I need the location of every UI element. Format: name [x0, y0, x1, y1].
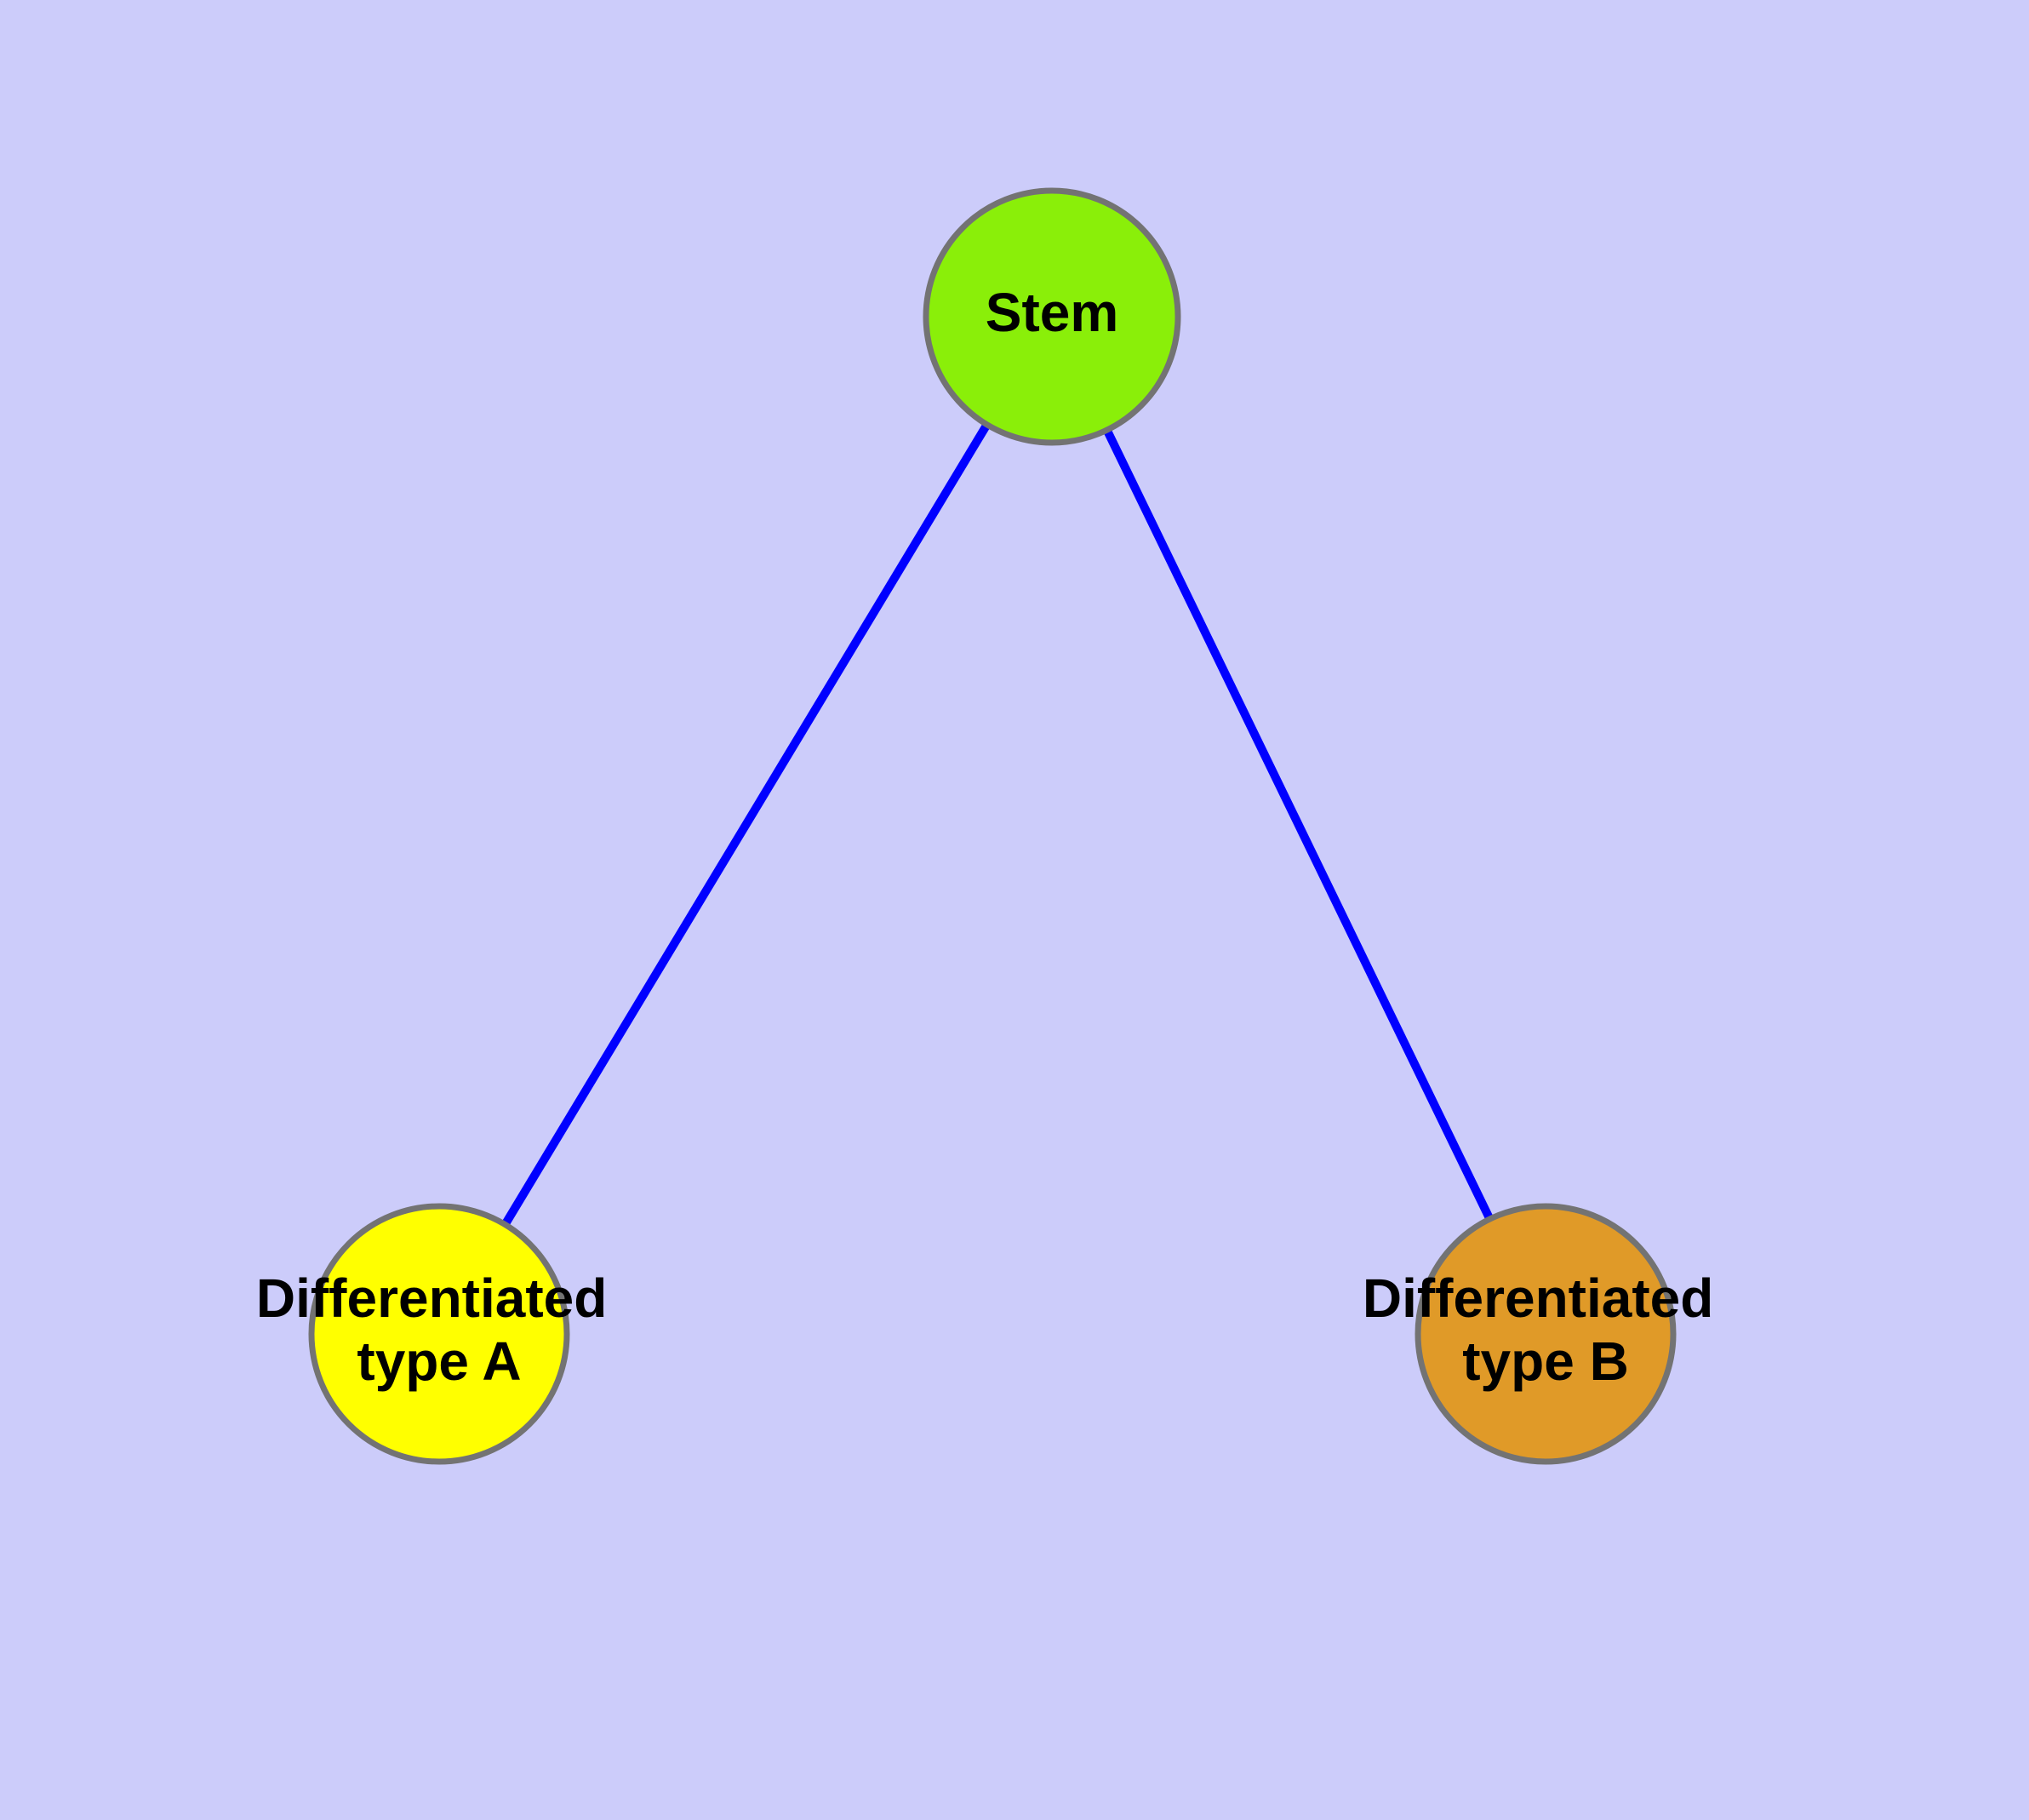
node-label-stem: Stem: [986, 282, 1119, 343]
edge-layer: [435, 314, 1550, 1336]
node-stem[interactable]: [923, 187, 1181, 446]
node-differentiated-type-a[interactable]: [308, 1203, 570, 1465]
label-layer: Stem Differentiated type A Differentiate…: [256, 282, 1729, 1392]
node-label-differentiated-type-b: Differentiated type B: [1363, 1268, 1729, 1392]
node-differentiated-type-b[interactable]: [1415, 1203, 1677, 1465]
edge-stem-to-differentiated-type-a[interactable]: [435, 314, 1056, 1336]
edge-stem-to-differentiated-type-b[interactable]: [1048, 314, 1550, 1336]
node-label-differentiated-type-a: Differentiated type A: [256, 1268, 622, 1392]
node-layer: [308, 187, 1677, 1465]
